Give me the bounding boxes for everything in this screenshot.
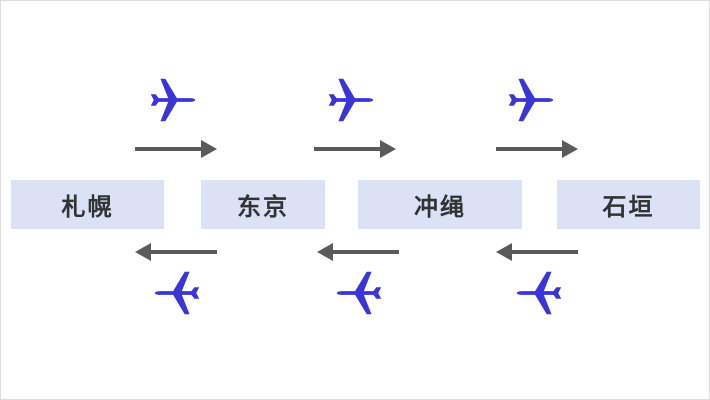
city-tokyo: 东京 bbox=[201, 180, 325, 229]
city-okinawa: 冲绳 bbox=[358, 180, 522, 229]
airplane-icon bbox=[150, 78, 196, 122]
airplane-icon bbox=[328, 78, 374, 122]
arrow-right-icon bbox=[135, 140, 217, 158]
airplane-icon bbox=[336, 271, 382, 315]
arrow-left-icon bbox=[135, 243, 217, 261]
arrow-left-icon bbox=[317, 243, 399, 261]
arrow-left-icon bbox=[496, 243, 578, 261]
airplane-icon bbox=[508, 78, 554, 122]
arrow-right-icon bbox=[314, 140, 396, 158]
city-sapporo: 札幌 bbox=[11, 180, 164, 229]
airplane-icon bbox=[516, 271, 562, 315]
arrow-right-icon bbox=[496, 140, 578, 158]
city-ishigaki: 石垣 bbox=[557, 180, 700, 229]
airplane-icon bbox=[154, 271, 200, 315]
